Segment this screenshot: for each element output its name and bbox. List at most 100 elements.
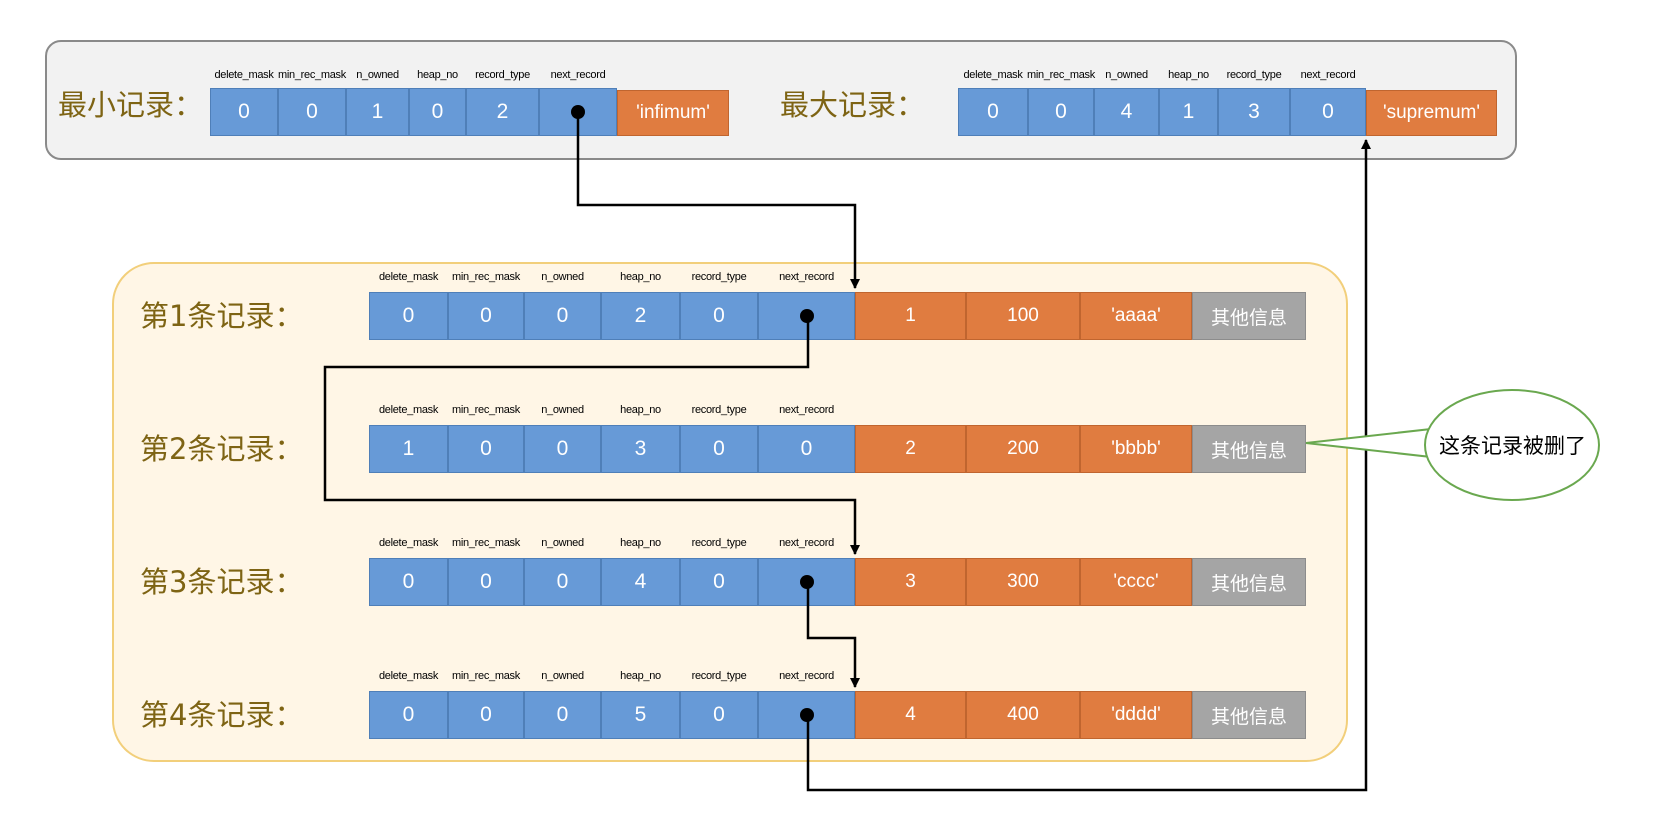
record-1-field-min-rec-mask: 0: [448, 292, 524, 340]
infimum-header-min-rec-mask: min_rec_mask: [278, 69, 346, 81]
record-1-field-n-owned: 0: [524, 292, 601, 340]
record-4-field-n-owned: 0: [524, 691, 601, 739]
supremum-field-min-rec-mask: 0: [1028, 88, 1094, 136]
pointer-record-1-to-record-3: [323, 316, 860, 555]
callout-tail: [1305, 426, 1441, 460]
record-1-data-1: 1: [855, 292, 966, 340]
record-4-header-heap-no: heap_no: [620, 670, 661, 682]
record-2-data-3: 'bbbb': [1080, 425, 1192, 473]
record-4-header-record-type: record_type: [691, 670, 747, 682]
record-1-header-heap-no: heap_no: [620, 271, 661, 283]
callout-bubble: [1305, 389, 1600, 501]
record-4-field-record-type: 0: [680, 691, 758, 739]
record-3-field-delete-mask: 0: [369, 558, 448, 606]
user-records-panel: [112, 262, 1348, 762]
record-2-header-heap-no: heap_no: [620, 404, 661, 416]
infimum-header-n-owned: n_owned: [356, 69, 399, 81]
supremum-header-delete-mask: delete_mask: [963, 69, 1023, 81]
record-3-label: 第3条记录：: [140, 565, 304, 599]
record-3-other-info: 其他信息: [1192, 558, 1306, 606]
supremum-header-record-type: record_type: [1226, 69, 1282, 81]
infimum-field-n-owned: 1: [346, 88, 409, 136]
record-3-data-2: 300: [966, 558, 1080, 606]
infimum-field-heap-no: 0: [409, 88, 466, 136]
record-4-field-min-rec-mask: 0: [448, 691, 524, 739]
record-2-field-heap-no: 3: [601, 425, 680, 473]
record-2-label: 第2条记录：: [140, 432, 304, 466]
record-2-data-1: 2: [855, 425, 966, 473]
infimum-header-next-record: next_record: [550, 69, 606, 81]
record-3-header-delete-mask: delete_mask: [378, 537, 439, 549]
supremum-header-n-owned: n_owned: [1105, 69, 1148, 81]
record-3-data-1: 3: [855, 558, 966, 606]
record-3-field-n-owned: 0: [524, 558, 601, 606]
supremum-data-cell: 'supremum': [1366, 90, 1497, 136]
record-3-data-3: 'cccc': [1080, 558, 1192, 606]
record-2-field-n-owned: 0: [524, 425, 601, 473]
record-4-header-n-owned: n_owned: [541, 670, 584, 682]
inf-label: 最小记录：: [58, 88, 204, 122]
record-3-field-record-type: 0: [680, 558, 758, 606]
record-1-header-min-rec-mask: min_rec_mask: [452, 271, 520, 283]
callout-ellipse: [1424, 389, 1600, 501]
record-2-header-min-rec-mask: min_rec_mask: [452, 404, 520, 416]
record-2-other-info: 其他信息: [1192, 425, 1306, 473]
supremum-header-next-record: next_record: [1300, 69, 1356, 81]
supremum-field-delete-mask: 0: [958, 88, 1028, 136]
record-2-field-min-rec-mask: 0: [448, 425, 524, 473]
record-1-label: 第1条记录：: [140, 299, 304, 333]
record-3-field-heap-no: 4: [601, 558, 680, 606]
record-2-data-2: 200: [966, 425, 1080, 473]
record-1-header-record-type: record_type: [691, 271, 747, 283]
infimum-header-delete-mask: delete_mask: [214, 69, 274, 81]
infimum-field-delete-mask: 0: [210, 88, 278, 136]
record-3-header-next-record: next_record: [779, 537, 834, 549]
record-4-label: 第4条记录：: [140, 698, 304, 732]
record-3-header-record-type: record_type: [691, 537, 747, 549]
supremum-field-n-owned: 4: [1094, 88, 1159, 136]
supremum-field-next-record: 0: [1290, 88, 1366, 136]
record-2-field-delete-mask: 1: [369, 425, 448, 473]
supremum-field-record-type: 3: [1218, 88, 1290, 136]
record-3-header-heap-no: heap_no: [620, 537, 661, 549]
record-3-header-n-owned: n_owned: [541, 537, 584, 549]
record-4-field-heap-no: 5: [601, 691, 680, 739]
infimum-field-min-rec-mask: 0: [278, 88, 346, 136]
record-2-header-record-type: record_type: [691, 404, 747, 416]
deleted-callout-text: 这条记录被删了: [1439, 434, 1586, 458]
record-3-field-next-record: ●: [758, 558, 855, 606]
record-2-header-next-record: next_record: [779, 404, 834, 416]
sup-label: 最大记录：: [780, 88, 926, 122]
record-4-header-delete-mask: delete_mask: [378, 670, 439, 682]
pointer-dot-icon: [799, 309, 814, 323]
supremum-header-min-rec-mask: min_rec_mask: [1027, 69, 1095, 81]
infimum-data-cell: 'infimum': [617, 90, 729, 136]
record-2-header-delete-mask: delete_mask: [378, 404, 439, 416]
record-1-field-delete-mask: 0: [369, 292, 448, 340]
record-4-other-info: 其他信息: [1192, 691, 1306, 739]
supremum-field-heap-no: 1: [1159, 88, 1218, 136]
pointer-infimum-to-record-1: [576, 112, 860, 289]
record-4-header-next-record: next_record: [779, 670, 834, 682]
pointer-dot-icon: [799, 708, 814, 722]
record-4-data-3: 'dddd': [1080, 691, 1192, 739]
record-3-field-min-rec-mask: 0: [448, 558, 524, 606]
record-2-field-record-type: 0: [680, 425, 758, 473]
record-1-header-n-owned: n_owned: [541, 271, 584, 283]
record-1-field-record-type: 0: [680, 292, 758, 340]
pointer-dot-icon: [799, 575, 814, 589]
record-1-header-delete-mask: delete_mask: [378, 271, 439, 283]
record-1-field-heap-no: 2: [601, 292, 680, 340]
infimum-field-record-type: 2: [466, 88, 539, 136]
record-2-field-next-record: 0: [758, 425, 855, 473]
record-1-other-info: 其他信息: [1192, 292, 1306, 340]
record-4-field-delete-mask: 0: [369, 691, 448, 739]
record-4-field-next-record: ●: [758, 691, 855, 739]
record-1-data-2: 100: [966, 292, 1080, 340]
record-4-header-min-rec-mask: min_rec_mask: [452, 670, 520, 682]
record-3-header-min-rec-mask: min_rec_mask: [452, 537, 520, 549]
record-4-data-1: 4: [855, 691, 966, 739]
supremum-header-heap-no: heap_no: [1168, 69, 1209, 81]
infimum-header-record-type: record_type: [475, 69, 530, 81]
